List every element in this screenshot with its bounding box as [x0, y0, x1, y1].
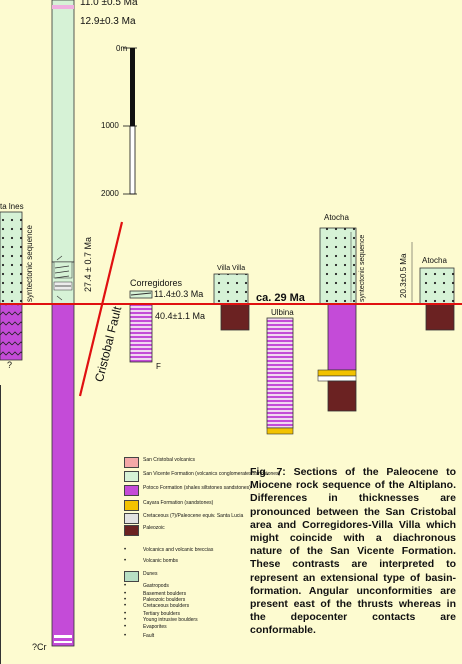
section-villa-villa-title: Villa Villa	[217, 265, 245, 272]
legend-label: Paleozoic	[143, 525, 165, 531]
age-label-corregidores-11: 11.4±0.3 Ma	[154, 289, 203, 299]
legend-label: Volcanic bombs	[143, 558, 178, 564]
age-label-corregidores-40: 40.4±1.1 Ma	[155, 311, 205, 321]
legend-swatch	[124, 471, 139, 482]
legend-label: San Cristobal volcanics	[143, 457, 195, 463]
legend-swatch	[124, 571, 139, 582]
atocha-right-column	[420, 268, 454, 330]
caption-prefix: Fig. 7:	[250, 466, 286, 478]
legend-label: Fault	[143, 633, 154, 639]
section-atocha-right-title: Atocha	[422, 256, 447, 265]
section-corregidores-title: Corregidores	[130, 278, 182, 288]
legend-symbol-icon: •	[124, 633, 137, 642]
figure-caption: Fig. 7: Sections of the Paleocene to Mio…	[250, 466, 456, 638]
age-label-top: 11.0 ±0.5 Ma	[80, 0, 138, 8]
section-ulbina-title: Ulbina	[271, 308, 294, 317]
corregidores-column	[130, 291, 152, 362]
villa-villa-column	[214, 274, 249, 330]
section-left-title: ta lnes	[0, 202, 24, 211]
legend-label: Gastropods	[143, 583, 169, 589]
legend-label: Potoco Formation (shales siltstones sand…	[143, 485, 251, 491]
age-label-second: 12.9±0.3 Ma	[80, 16, 136, 27]
legend-label: Cayara Formation (sandstones)	[143, 500, 213, 506]
syntectonic-label-left: syntectonic sequence	[25, 225, 34, 302]
legend-swatch	[124, 525, 139, 536]
caption-text: Sections of the Paleocene to Miocene roc…	[250, 466, 456, 636]
legend-symbol-icon: •	[124, 547, 137, 556]
scale-bar	[123, 48, 137, 194]
age-label-ca29: ca. 29 Ma	[256, 292, 305, 304]
legend-swatch	[124, 513, 139, 524]
atocha-center-column	[318, 228, 356, 411]
question-cr-marker: ?Cr	[32, 642, 47, 652]
legend-symbol-icon: •	[124, 558, 137, 567]
fault-marker-f: F	[156, 362, 161, 371]
ulbina-column	[267, 318, 293, 434]
legend-swatch	[124, 457, 139, 468]
legend-label: Evaporites	[143, 624, 167, 630]
question-marker: ?	[7, 360, 12, 370]
main-column	[52, 0, 74, 646]
syntectonic-label-right: syntectonic sequence	[359, 235, 366, 302]
scale-label-2000: 2000	[101, 189, 119, 198]
legend-label: Cretaceous (?)/Paleocene equiv. Santa Lu…	[143, 513, 243, 519]
legend-swatch	[124, 500, 139, 511]
legend-label: Young intrusive boulders	[143, 617, 198, 623]
section-atocha-center-title: Atocha	[324, 213, 349, 222]
legend-label: Dunes	[143, 571, 157, 577]
age-label-atocha-20: 20.3±0.5 Ma	[399, 254, 408, 298]
scale-label-0: 0m	[116, 44, 127, 53]
legend-label: Volcanics and volcanic breccias	[143, 547, 213, 553]
legend-label: Cretaceous boulders	[143, 603, 189, 609]
left-column	[0, 212, 22, 664]
legend-symbol-icon: •	[124, 624, 137, 633]
scale-label-1000: 1000	[101, 121, 119, 130]
age-label-27: 27.4 ± 0.7 Ma	[83, 237, 93, 292]
legend-swatch	[124, 485, 139, 496]
